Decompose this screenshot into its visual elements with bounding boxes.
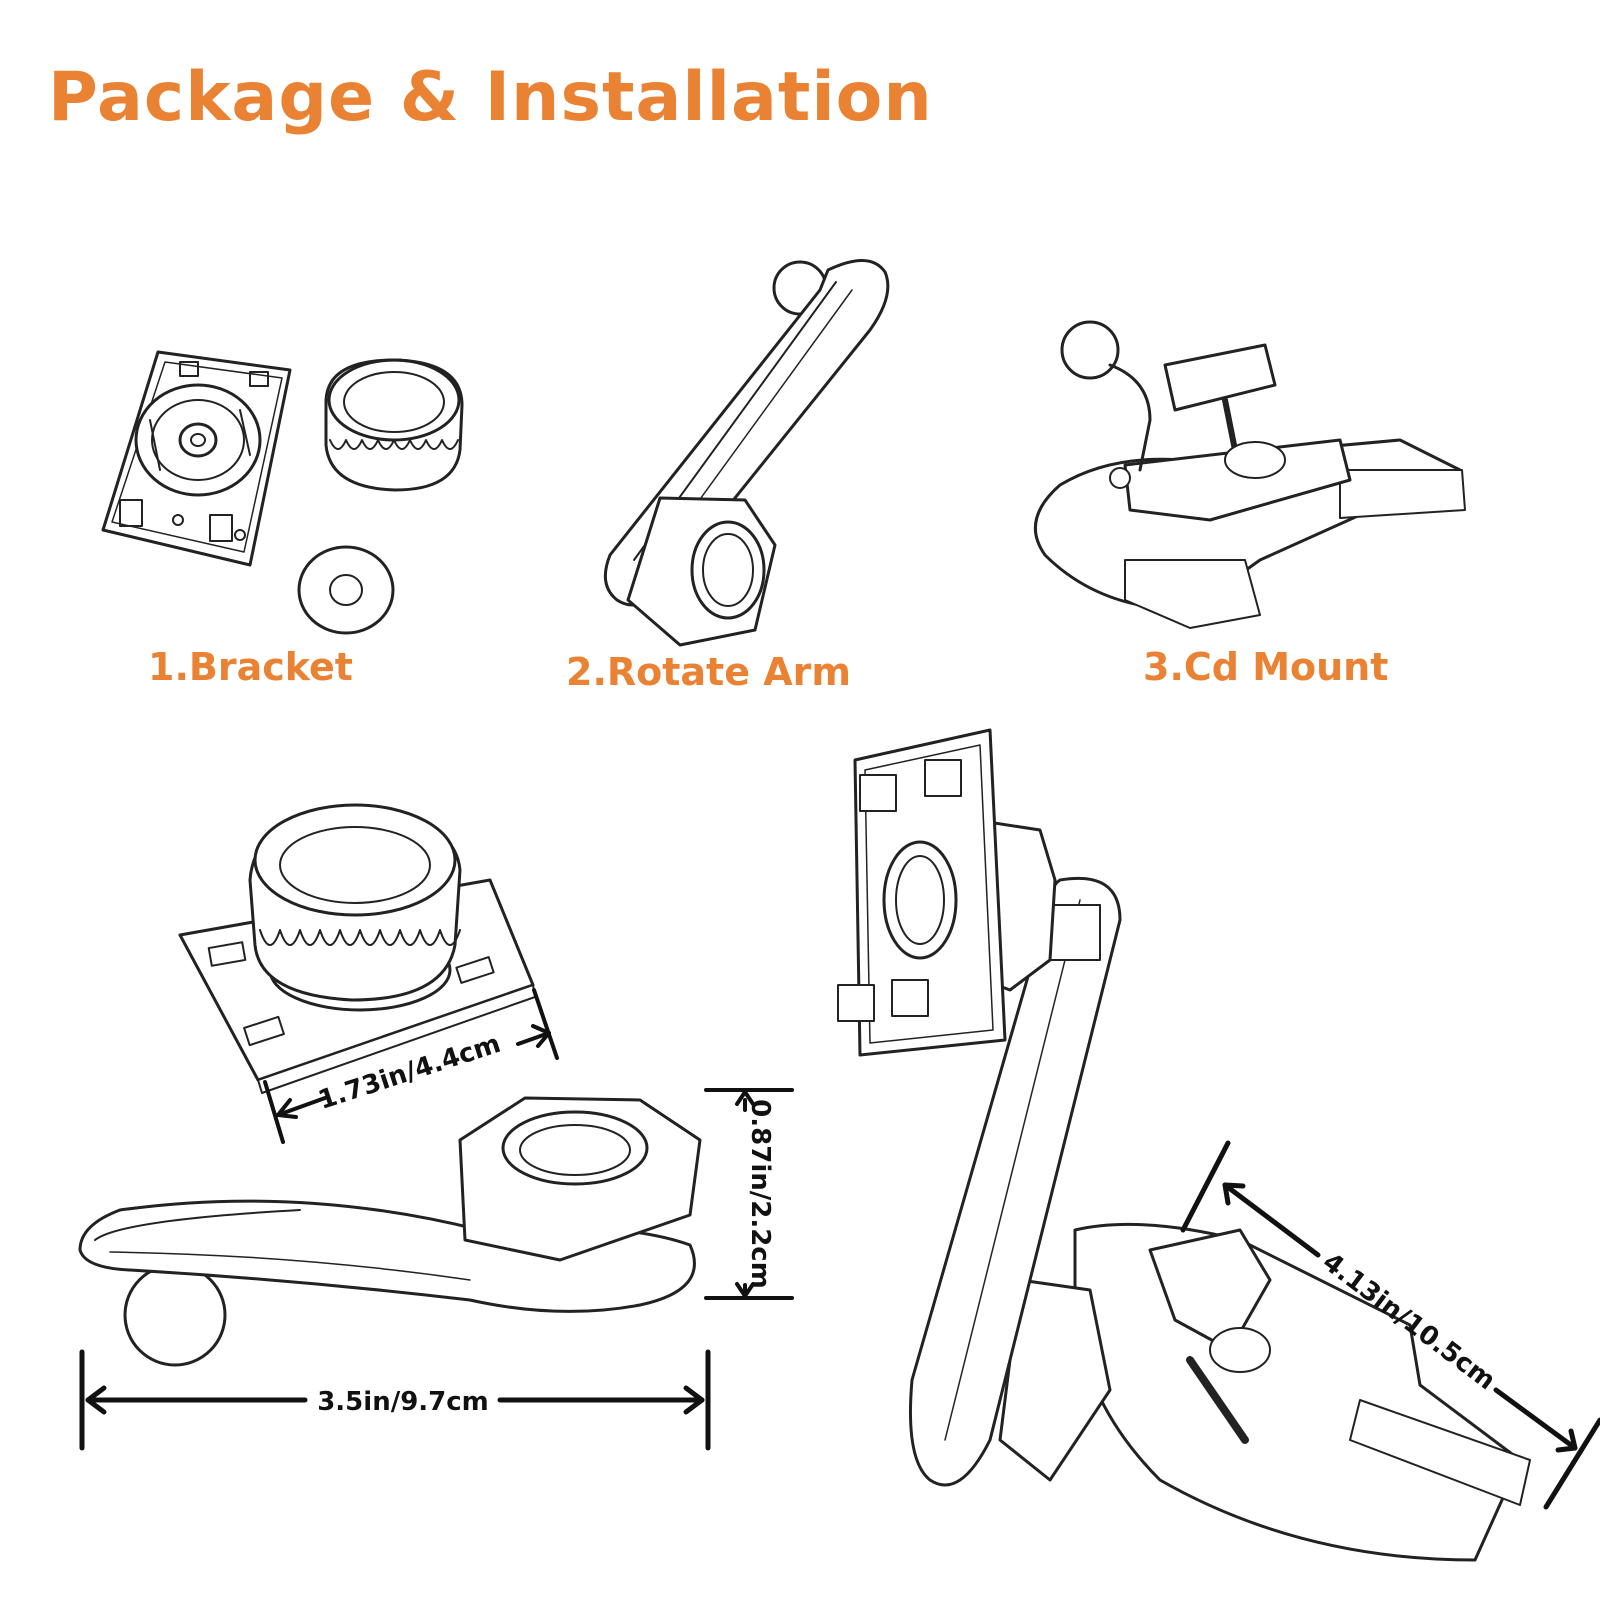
dim-mount-length xyxy=(1180,1140,1600,1510)
rotate-arm-illustration xyxy=(603,259,890,647)
dim-bracket-width xyxy=(263,988,559,1144)
dim-arm-height xyxy=(704,1088,794,1300)
page-title: Package & Installation xyxy=(48,58,933,137)
part-label-cd-mount: 3.Cd Mount xyxy=(1143,645,1389,689)
part-label-bracket: 1.Bracket xyxy=(148,645,353,689)
knurled-nut-illustration xyxy=(324,358,464,492)
bracket-plate-illustration xyxy=(101,350,292,567)
cd-mount-illustration xyxy=(1033,320,1466,629)
dim-label-arm-length: 3.5in/9.7cm xyxy=(317,1387,489,1417)
assembled-mount-illustration xyxy=(837,728,1531,1562)
washer-illustration xyxy=(297,545,395,635)
assembled-bracket-illustration xyxy=(178,803,536,1094)
dim-arm-length xyxy=(79,1349,711,1451)
dim-label-arm-height: 0.87in/2.2cm xyxy=(745,1099,775,1289)
assembled-arm-illustration xyxy=(78,1096,702,1367)
part-label-rotate-arm: 2.Rotate Arm xyxy=(566,650,851,694)
